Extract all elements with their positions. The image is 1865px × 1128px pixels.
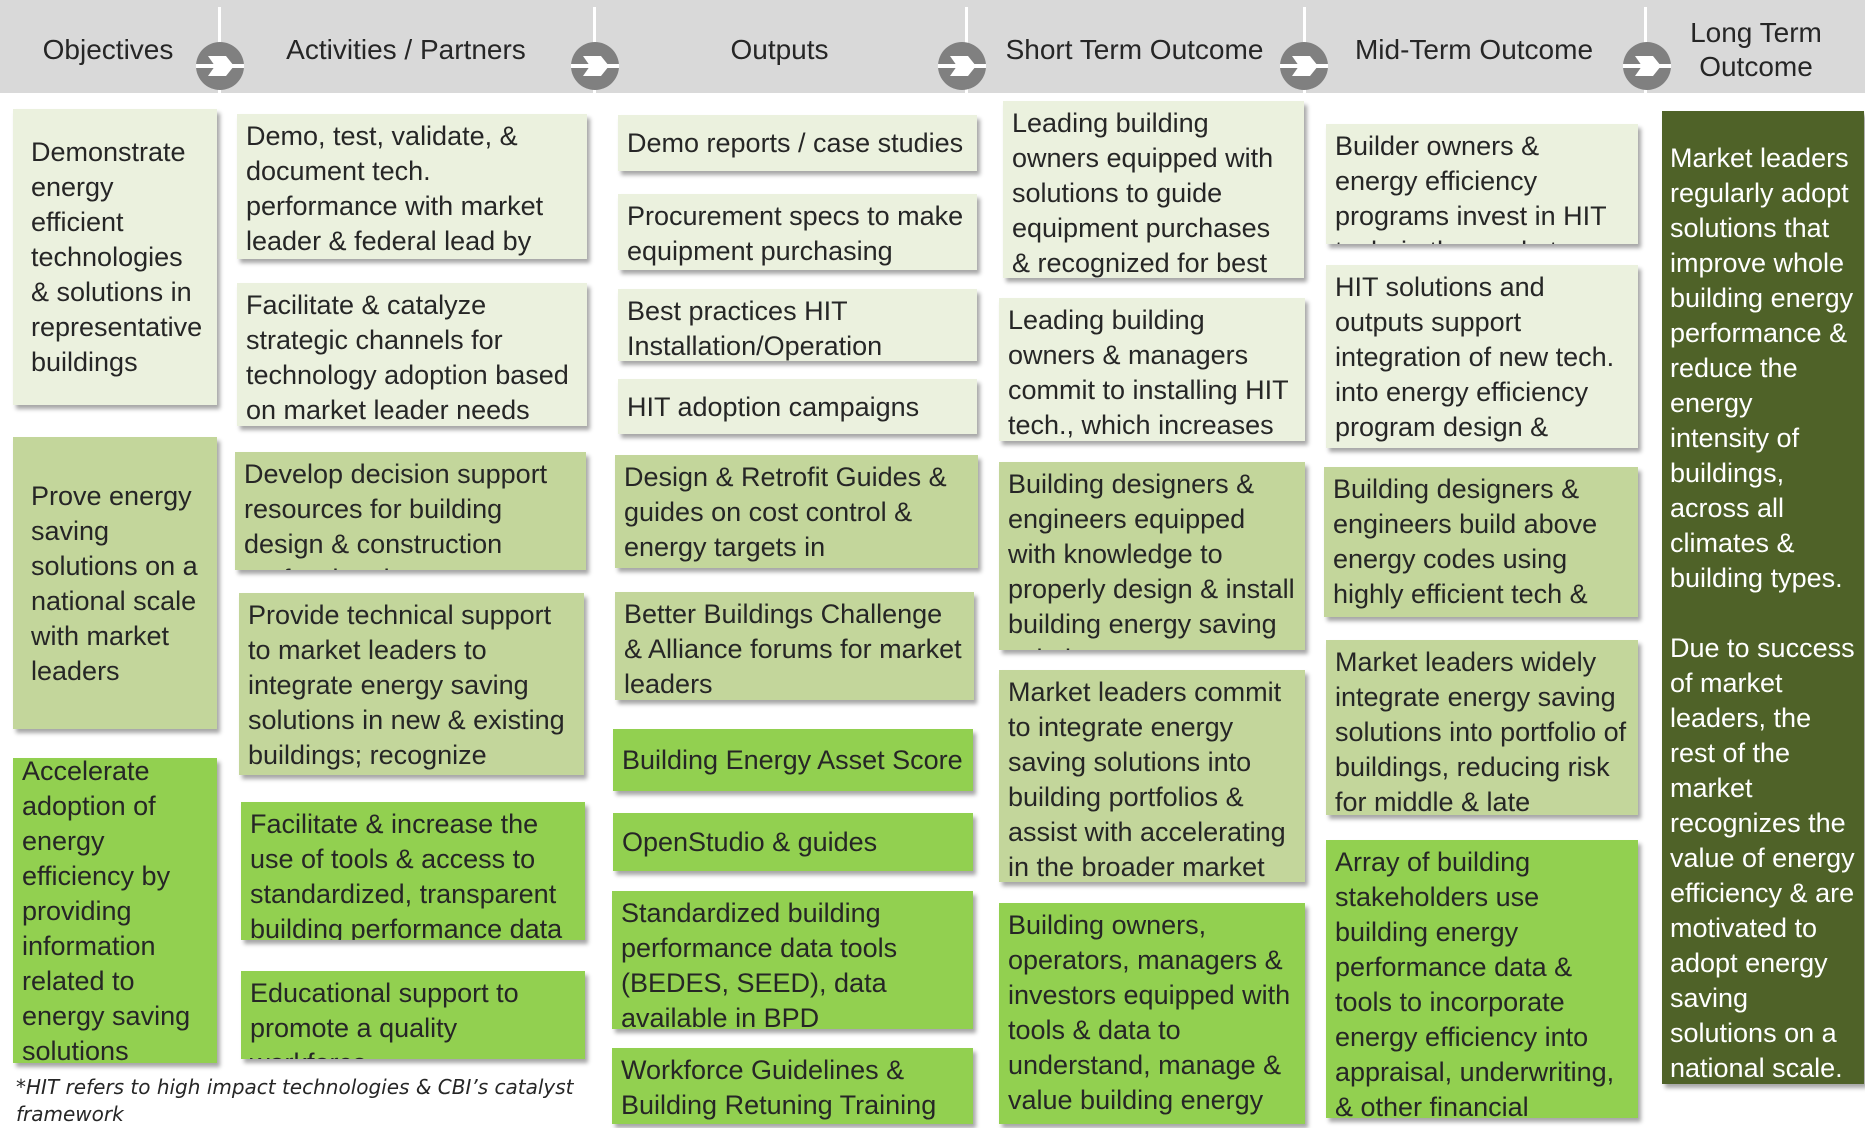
short-term-market-leaders-commit: Market leaders commit to integrate energ… (999, 670, 1305, 882)
output-openstudio: OpenStudio & guides (613, 813, 973, 871)
short-term-owners-equipped-data: Building owners, operators, managers & i… (999, 903, 1305, 1124)
activity-decision-support: Develop decision support resources for b… (235, 452, 586, 570)
output-best-practices: Best practices HIT Installation/Operatio… (618, 289, 977, 361)
mid-term-integration: HIT solutions and outputs support integr… (1326, 265, 1638, 448)
long-term-para-1: Market leaders regularly adopt solutions… (1670, 143, 1854, 593)
short-term-designers-equipped: Building designers & engineers equipped … (999, 462, 1305, 650)
output-design-retrofit-guides: Design & Retrofit Guides & guides on cos… (615, 455, 978, 568)
footnote: *HIT refers to high impact technologies … (16, 1075, 574, 1126)
long-term-para-2: Due to success of market leaders, the re… (1670, 633, 1855, 1083)
output-text: Demo reports / case studies (627, 128, 964, 158)
output-asset-score: Building Energy Asset Score (613, 729, 973, 791)
output-text: OpenStudio & guides (622, 827, 878, 857)
mid-term-build-above-codes: Building designers & engineers build abo… (1324, 467, 1638, 617)
output-adoption-campaigns: HIT adoption campaigns (618, 379, 977, 434)
header-mid-term-outcome: Mid-Term Outcome (1354, 34, 1594, 65)
column-header-bar (0, 7, 1865, 93)
activity-facilitate-channels: Facilitate & catalyze strategic channels… (237, 283, 587, 426)
objective-text: Demonstrate energy efficient technologie… (31, 137, 203, 377)
header-outputs: Outputs (730, 34, 829, 65)
arrow-right-circle-icon (938, 42, 986, 90)
header-short-term-outcome: Short Term Outcome (1005, 34, 1264, 65)
objective-text: Prove energy saving solutions on a natio… (31, 480, 198, 686)
header-activities-partners: Activities / Partners (286, 34, 526, 65)
header-top-rule (0, 0, 1865, 7)
mid-term-invest: Builder owners & energy efficiency progr… (1326, 124, 1638, 244)
objective-text: Accelerate adoption of energy efficiency… (22, 758, 191, 1063)
activity-technical-support: Provide technical support to market lead… (239, 593, 584, 775)
output-text: HIT adoption campaigns (627, 391, 920, 422)
activity-data-tools: Facilitate & increase the use of tools &… (241, 802, 585, 940)
arrow-right-circle-icon (196, 42, 244, 90)
objective-prove: Prove energy saving solutions on a natio… (13, 437, 217, 729)
short-term-equipped-owners: Leading building owners equipped with so… (1003, 101, 1304, 278)
objective-accelerate: Accelerate adoption of energy efficiency… (13, 758, 217, 1063)
output-demo-reports: Demo reports / case studies (618, 115, 977, 171)
arrow-right-circle-icon (1280, 42, 1328, 90)
mid-term-widely-integrate: Market leaders widely integrate energy s… (1326, 640, 1638, 815)
short-term-commit-hit: Leading building owners & managers commi… (999, 298, 1305, 441)
output-workforce-guidelines: Workforce Guidelines & Building Retuning… (612, 1048, 973, 1124)
header-long-term-outcome: Long Term Outcome (1690, 17, 1822, 82)
long-term-outcome-box: Market leaders regularly adopt solutions… (1662, 111, 1864, 1084)
output-text: Building Energy Asset Score (622, 745, 963, 775)
objective-demonstrate: Demonstrate energy efficient technologie… (13, 109, 217, 405)
output-bbc-forums: Better Buildings Challenge & Alliance fo… (615, 592, 974, 700)
output-procurement-specs: Procurement specs to make equipment purc… (618, 194, 977, 270)
activity-workforce: Educational support to promote a quality… (241, 971, 585, 1059)
arrow-right-circle-icon (1623, 42, 1671, 90)
output-data-tools: Standardized building performance data t… (612, 891, 973, 1029)
mid-term-data-use: Array of building stakeholders use build… (1326, 840, 1638, 1118)
header-objectives: Objectives (42, 34, 174, 65)
arrow-right-circle-icon (571, 42, 619, 90)
activity-demo-test: Demo, test, validate, & document tech. p… (237, 114, 587, 259)
